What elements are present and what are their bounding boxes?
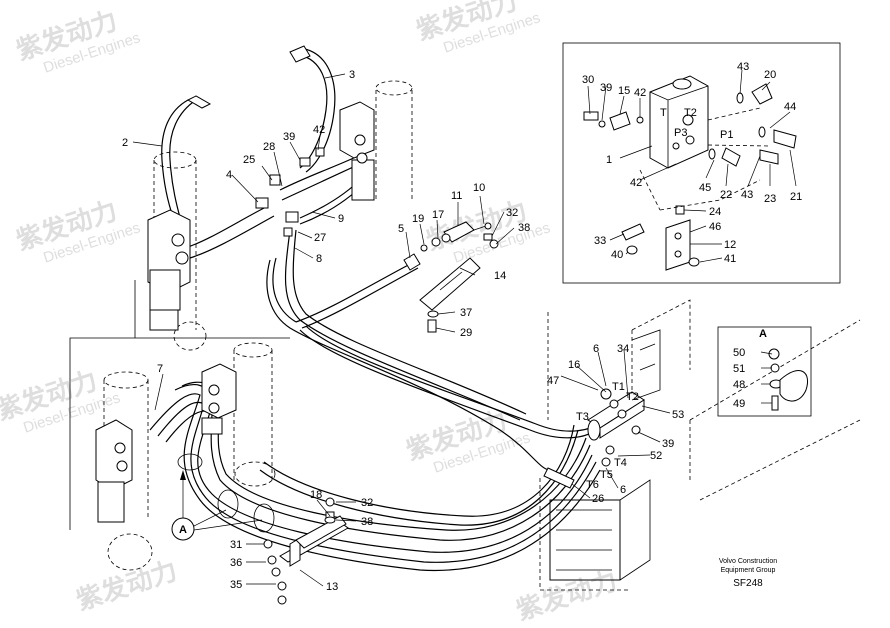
port-label: P1 bbox=[720, 129, 733, 141]
callout-label: 25 bbox=[243, 154, 255, 166]
port-label: T1 bbox=[612, 381, 625, 393]
callout-label: 4 bbox=[226, 169, 232, 181]
callout-label: 30 bbox=[582, 74, 594, 86]
detail-A-marker bbox=[171, 470, 263, 541]
callout-label: 28 bbox=[263, 141, 275, 153]
callout-label: 43 bbox=[741, 189, 753, 201]
callout-label: 2 bbox=[122, 137, 128, 149]
callout-label: 21 bbox=[790, 191, 802, 203]
detail-marker-label: A bbox=[179, 524, 187, 536]
callout-label: 39 bbox=[662, 438, 674, 450]
drawing-caption: Volvo Construction Equipment Group SF248 bbox=[719, 558, 777, 589]
detail-frame bbox=[69, 280, 290, 530]
callout-label: 50 bbox=[733, 347, 745, 359]
callout-label: 42 bbox=[313, 124, 325, 136]
middle-fittings bbox=[403, 221, 499, 333]
callout-label: 15 bbox=[618, 85, 630, 97]
callout-label: 38 bbox=[361, 516, 373, 528]
callout-label: 31 bbox=[230, 539, 242, 551]
callout-label: 14 bbox=[494, 270, 506, 282]
callout-label: 26 bbox=[592, 493, 604, 505]
callout-label: 42 bbox=[630, 177, 642, 189]
callout-label: 41 bbox=[724, 253, 736, 265]
port-label: T2 bbox=[626, 391, 639, 403]
callout-label: 24 bbox=[709, 206, 721, 218]
callout-label: 46 bbox=[709, 221, 721, 233]
callout-label: 48 bbox=[733, 379, 745, 391]
port-label: T6 bbox=[586, 479, 599, 491]
callout-label: 6 bbox=[593, 343, 599, 355]
port-label: T2 bbox=[684, 107, 697, 119]
callout-label: 3 bbox=[349, 69, 355, 81]
callout-label: 32 bbox=[361, 497, 373, 509]
callout-label: 29 bbox=[460, 327, 472, 339]
detail-inset-valve bbox=[562, 42, 841, 284]
callout-label: 27 bbox=[314, 232, 326, 244]
callout-label: 7 bbox=[157, 363, 163, 375]
leader-lines bbox=[132, 69, 797, 587]
company-line-1: Volvo Construction bbox=[719, 558, 777, 565]
callout-label: 39 bbox=[600, 82, 612, 94]
callout-label: 43 bbox=[737, 61, 749, 73]
callout-label: 45 bbox=[699, 182, 711, 194]
callout-label: 19 bbox=[412, 213, 424, 225]
callout-label: 47 bbox=[547, 375, 559, 387]
detail-title: A bbox=[759, 328, 767, 340]
callout-label: 20 bbox=[764, 69, 776, 81]
port-label: T4 bbox=[614, 457, 627, 469]
callout-label: 53 bbox=[672, 409, 684, 421]
callout-label: 40 bbox=[611, 249, 623, 261]
callout-label: 36 bbox=[230, 557, 242, 569]
callout-label: 32 bbox=[506, 207, 518, 219]
port-label: T5 bbox=[600, 469, 613, 481]
callout-label: 39 bbox=[283, 131, 295, 143]
callout-label: 16 bbox=[568, 359, 580, 371]
hose-lines bbox=[149, 47, 605, 572]
callout-label: 11 bbox=[451, 190, 462, 202]
company-line-2: Equipment Group bbox=[721, 567, 776, 574]
watermark-brand: 紫发动力 bbox=[73, 555, 181, 616]
callout-label: 5 bbox=[398, 223, 404, 235]
manifold-right bbox=[543, 329, 661, 581]
drawing-code: SF248 bbox=[733, 578, 763, 589]
callout-label: 12 bbox=[724, 239, 736, 251]
callout-label: 8 bbox=[316, 253, 322, 265]
callout-label: 44 bbox=[784, 101, 796, 113]
callout-label: 49 bbox=[733, 398, 745, 410]
callout-label: 38 bbox=[518, 222, 530, 234]
port-label: P3 bbox=[674, 127, 687, 139]
callout-label: 42 bbox=[634, 87, 646, 99]
valve-block-upper bbox=[147, 45, 311, 331]
callout-label: 18 bbox=[310, 489, 322, 501]
callout-label: 23 bbox=[764, 193, 776, 205]
valve-block-top-right bbox=[255, 101, 375, 237]
callout-label: 1 bbox=[606, 154, 612, 166]
callout-label: 33 bbox=[594, 235, 606, 247]
callout-label: 22 bbox=[720, 189, 732, 201]
callout-label: 51 bbox=[733, 363, 745, 375]
clamp-rings bbox=[177, 453, 275, 533]
callout-label: 13 bbox=[326, 581, 338, 593]
valve-block-lower-left bbox=[95, 363, 237, 523]
callout-label: 17 bbox=[432, 209, 444, 221]
callout-numbers: 2 3 4 5 8 9 27 25 28 39 42 10 11 17 19 3… bbox=[122, 61, 802, 593]
cylinders-dashed bbox=[103, 80, 861, 591]
callout-label: 10 bbox=[473, 182, 485, 194]
port-label: T3 bbox=[576, 411, 589, 423]
callout-label: 52 bbox=[650, 450, 662, 462]
detail-A-box bbox=[717, 326, 812, 417]
callout-label: 34 bbox=[617, 343, 629, 355]
callout-label: 6 bbox=[620, 484, 626, 496]
callout-label: 35 bbox=[230, 579, 242, 591]
callout-label: 9 bbox=[338, 213, 344, 225]
callout-label: 37 bbox=[460, 307, 472, 319]
port-labels: T1 T2 T3 T4 T5 T6 P1 P3 T T2 bbox=[576, 107, 733, 491]
port-label: T bbox=[660, 107, 667, 119]
